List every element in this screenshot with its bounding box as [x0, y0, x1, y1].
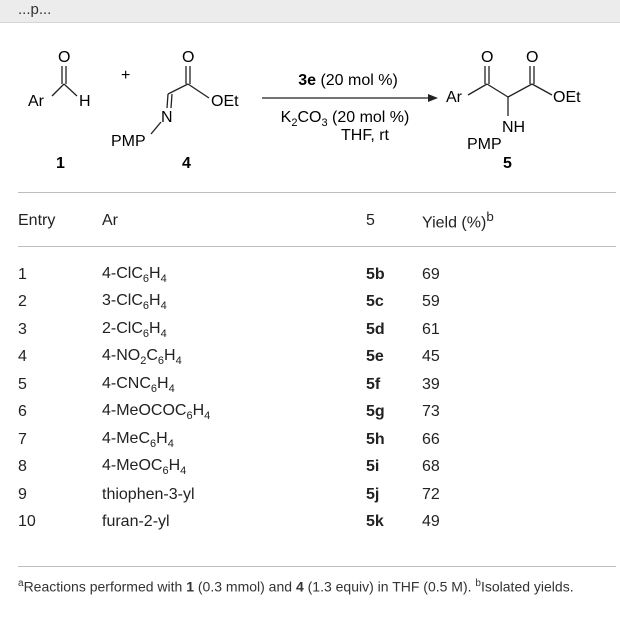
table-title: ...p...	[18, 1, 52, 18]
table-row: 10 furan-2-yl 5k 49	[18, 509, 616, 537]
table-row: 9 thiophen-3-yl 5j 72	[18, 481, 616, 509]
reactant2-number: 4	[182, 155, 191, 172]
cell-entry: 3	[18, 320, 27, 338]
cell-ar: 4-ClC6H4	[102, 264, 167, 285]
cell-product: 5f	[366, 375, 381, 393]
catalyst-text: 3e (20 mol %)	[298, 72, 398, 89]
header-entry: Entry	[18, 196, 102, 247]
header-product: 5	[366, 196, 422, 247]
table-row: 7 4-MeC6H4 5h 66	[18, 426, 616, 454]
cell-yield: 45	[422, 348, 440, 366]
product-o1: O	[481, 49, 493, 66]
cell-yield: 59	[422, 293, 440, 311]
cell-ar: 3-ClC6H4	[102, 292, 167, 313]
cell-ar: 4-MeOCOC6H4	[102, 402, 211, 423]
cell-ar: 4-MeC6H4	[102, 429, 174, 450]
cell-entry: 4	[18, 348, 27, 366]
cell-product: 5e	[366, 348, 384, 366]
reactant2-n: N	[161, 109, 173, 126]
cell-entry: 2	[18, 293, 27, 311]
table-header-row: Entry Ar 5 Yield (%)b	[18, 196, 616, 247]
reaction-scheme: O Ar H 1 + O OEt N PMP 4 3e (20 mol %) K…	[28, 49, 581, 172]
cell-yield: 69	[422, 265, 440, 283]
header-ar: Ar	[102, 196, 366, 247]
cell-product: 5i	[366, 458, 380, 476]
cell-product: 5j	[366, 485, 380, 503]
reactant1-h: H	[79, 93, 91, 110]
cell-ar: furan-2-yl	[102, 513, 170, 531]
table-footnote: aReactions performed with 1 (0.3 mmol) a…	[18, 578, 574, 595]
cell-entry: 5	[18, 375, 27, 393]
cell-entry: 8	[18, 458, 27, 476]
cell-ar: 2-ClC6H4	[102, 319, 167, 340]
table-row: 1 4-ClC6H4 5b 69	[18, 247, 616, 289]
product-number: 5	[503, 155, 512, 172]
cell-ar: 4-MeOC6H4	[102, 457, 187, 478]
cell-product: 5b	[366, 265, 385, 283]
reactant2-oet: OEt	[211, 93, 239, 110]
cell-product: 5k	[366, 513, 384, 531]
cell-yield: 73	[422, 403, 440, 421]
product-pmp: PMP	[467, 136, 502, 153]
table-row: 3 2-ClC6H4 5d 61	[18, 316, 616, 344]
cell-yield: 68	[422, 458, 440, 476]
cell-ar: thiophen-3-yl	[102, 485, 195, 503]
product-oet: OEt	[553, 89, 581, 106]
plus-sign: +	[121, 67, 130, 84]
header-yield: Yield (%)b	[422, 196, 616, 247]
cell-yield: 61	[422, 320, 440, 338]
cell-product: 5g	[366, 403, 385, 421]
reactant1-number: 1	[56, 155, 65, 172]
table-row: 2 3-ClC6H4 5c 59	[18, 289, 616, 317]
cell-entry: 1	[18, 265, 27, 283]
base-text: K2CO3 (20 mol %)	[281, 109, 410, 129]
cell-entry: 7	[18, 430, 27, 448]
table-row: 4 4-NO2C6H4 5e 45	[18, 344, 616, 372]
cell-entry: 6	[18, 403, 27, 421]
table-row: 5 4-CNC6H4 5f 39	[18, 371, 616, 399]
cell-entry: 9	[18, 485, 27, 503]
reactant2-o: O	[182, 49, 194, 66]
top-bar: ...p...	[0, 0, 620, 23]
cell-ar: 4-NO2C6H4	[102, 347, 182, 368]
cell-yield: 72	[422, 485, 440, 503]
cell-product: 5h	[366, 430, 385, 448]
cell-product: 5c	[366, 293, 384, 311]
product-ar: Ar	[446, 89, 463, 106]
scheme-divider	[18, 192, 616, 193]
reactant2-pmp: PMP	[111, 133, 146, 150]
cell-yield: 66	[422, 430, 440, 448]
reactant1-o: O	[58, 49, 70, 66]
reactant1-ar: Ar	[28, 93, 45, 110]
table-bottom-rule	[18, 566, 616, 567]
table-row: 8 4-MeOC6H4 5i 68	[18, 454, 616, 482]
product-o2: O	[526, 49, 538, 66]
cell-yield: 39	[422, 375, 440, 393]
cell-entry: 10	[18, 513, 36, 531]
cell-product: 5d	[366, 320, 385, 338]
cell-yield: 49	[422, 513, 440, 531]
product-nh: NH	[502, 119, 525, 136]
table-row: 6 4-MeOCOC6H4 5g 73	[18, 399, 616, 427]
cell-ar: 4-CNC6H4	[102, 374, 175, 395]
solvent-text: THF, rt	[341, 127, 390, 144]
